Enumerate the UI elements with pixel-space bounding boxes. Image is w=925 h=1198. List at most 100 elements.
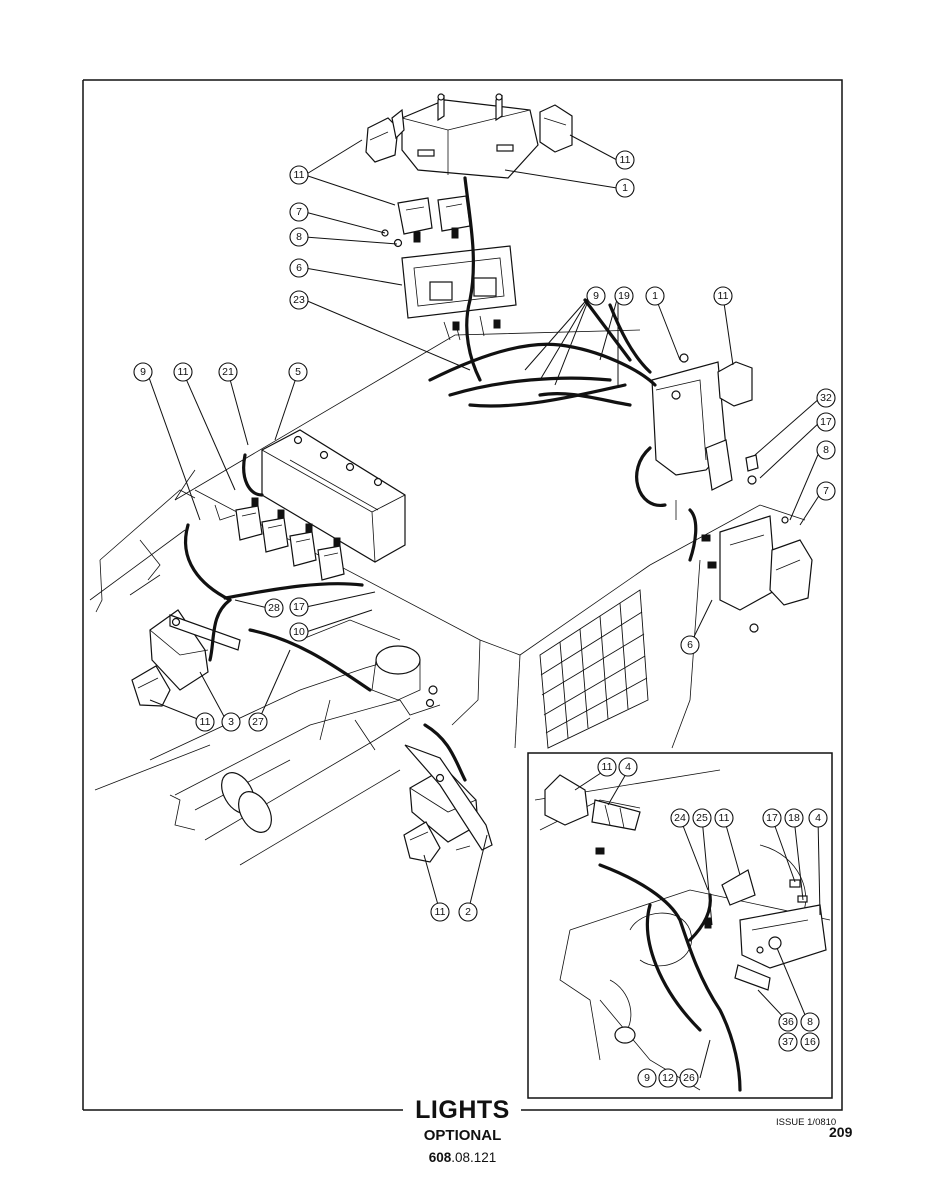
callout-11-right: 11 — [713, 286, 733, 306]
inset-callout-4-right: 4 — [808, 808, 828, 828]
inset-detail — [527, 752, 833, 1099]
callout-3: 3 — [221, 712, 241, 732]
diagram-frame — [82, 79, 843, 1111]
roof-lamp-right — [539, 104, 573, 153]
inset-callout-11-top: 11 — [597, 757, 617, 777]
svg-text:21: 21 — [222, 366, 234, 378]
svg-text:26: 26 — [683, 1072, 695, 1084]
callout-5: 5 — [288, 362, 308, 382]
inset-callout-4-top: 4 — [618, 757, 638, 777]
svg-text:18: 18 — [788, 812, 800, 824]
callout-32: 32 — [816, 388, 836, 408]
lower-lamp-assembly — [403, 744, 493, 863]
svg-text:11: 11 — [620, 154, 631, 166]
inset-callout-18: 18 — [784, 808, 804, 828]
roof-light-bar — [401, 93, 539, 179]
svg-text:11: 11 — [435, 906, 446, 918]
svg-text:11: 11 — [294, 169, 305, 181]
svg-text:17: 17 — [820, 416, 832, 428]
front-lamps-pair — [381, 195, 471, 248]
svg-text:11: 11 — [602, 761, 613, 773]
svg-text:1: 1 — [622, 182, 628, 194]
inset-callout-25: 25 — [692, 808, 712, 828]
wiring-harness — [183, 176, 698, 782]
callout-7-top: 7 — [289, 202, 309, 222]
svg-text:3: 3 — [228, 716, 234, 728]
callout-17-mid: 17 — [289, 597, 309, 617]
callout-21: 21 — [218, 362, 238, 382]
svg-text:7: 7 — [296, 206, 302, 218]
callout-9-left: 9 — [133, 362, 153, 382]
page-number: 209 — [829, 1124, 853, 1140]
callout-8-top: 8 — [289, 227, 309, 247]
callout-7-right: 7 — [816, 481, 836, 501]
callout-10: 10 — [289, 622, 309, 642]
callout-23: 23 — [289, 290, 309, 310]
callout-11-roof-left: 11 — [289, 165, 309, 185]
svg-text:8: 8 — [807, 1016, 813, 1028]
front-lamp-bracket — [401, 245, 517, 341]
svg-text:5: 5 — [295, 366, 301, 378]
svg-text:8: 8 — [296, 231, 302, 243]
callout-11-left-lamp: 11 — [195, 712, 215, 732]
svg-text:32: 32 — [820, 392, 832, 404]
svg-text:6: 6 — [687, 639, 693, 651]
inset-callout-26: 26 — [679, 1068, 699, 1088]
callout-2: 2 — [458, 902, 478, 922]
inset-callout-37: 37 — [778, 1032, 798, 1052]
svg-text:19: 19 — [618, 290, 630, 302]
right-light-bracket — [651, 353, 759, 520]
callout-9-upper: 9 — [586, 286, 606, 306]
svg-text:24: 24 — [674, 812, 686, 824]
svg-text:2: 2 — [465, 906, 471, 918]
svg-text:11: 11 — [718, 290, 729, 302]
svg-text:6: 6 — [296, 262, 302, 274]
svg-text:17: 17 — [293, 601, 305, 613]
callout-8-right: 8 — [816, 440, 836, 460]
inset-callout-36: 36 — [778, 1012, 798, 1032]
callout-6-top: 6 — [289, 258, 309, 278]
callout-28: 28 — [264, 598, 284, 618]
svg-text:23: 23 — [293, 294, 305, 306]
roof-lamp-left — [365, 108, 405, 163]
inset-callout-16: 16 — [800, 1032, 820, 1052]
left-lamp-assembly — [131, 609, 241, 707]
cab-window-grid — [539, 589, 649, 749]
svg-text:28: 28 — [268, 602, 280, 614]
reference-suffix: .08.121 — [451, 1150, 497, 1165]
svg-text:12: 12 — [662, 1072, 674, 1084]
svg-text:11: 11 — [178, 366, 189, 378]
callout-19: 19 — [614, 286, 634, 306]
issue-label: ISSUE 1/0810 — [776, 1117, 837, 1128]
svg-text:9: 9 — [140, 366, 146, 378]
inset-callout-17: 17 — [762, 808, 782, 828]
worklight-bar — [235, 429, 406, 581]
inset-callout-12: 12 — [658, 1068, 678, 1088]
callout-11-roof-right: 11 — [615, 150, 635, 170]
page-title: LIGHTS — [415, 1096, 510, 1124]
reference-prefix: 608 — [428, 1150, 452, 1165]
svg-text:4: 4 — [625, 761, 631, 773]
part-reference: 608.08.121 — [0, 1150, 925, 1165]
svg-text:17: 17 — [766, 812, 778, 824]
callout-1-right: 1 — [645, 286, 665, 306]
inset-callout-24: 24 — [670, 808, 690, 828]
inset-callout-9: 9 — [637, 1068, 657, 1088]
leader-lines — [146, 134, 823, 1079]
svg-text:9: 9 — [593, 290, 599, 302]
right-side-lamp — [701, 515, 813, 633]
svg-text:11: 11 — [719, 812, 730, 824]
inset-callout-11-mid: 11 — [714, 808, 734, 828]
callout-11-lower-lamp: 11 — [430, 902, 450, 922]
svg-text:27: 27 — [252, 716, 264, 728]
svg-text:4: 4 — [815, 812, 821, 824]
callout-6-right: 6 — [680, 635, 700, 655]
svg-text:36: 36 — [782, 1016, 794, 1028]
callout-27: 27 — [248, 712, 268, 732]
inset-callout-8: 8 — [800, 1012, 820, 1032]
svg-text:37: 37 — [782, 1036, 794, 1048]
title-background — [403, 1100, 521, 1124]
svg-text:7: 7 — [823, 485, 829, 497]
svg-text:11: 11 — [200, 716, 211, 728]
